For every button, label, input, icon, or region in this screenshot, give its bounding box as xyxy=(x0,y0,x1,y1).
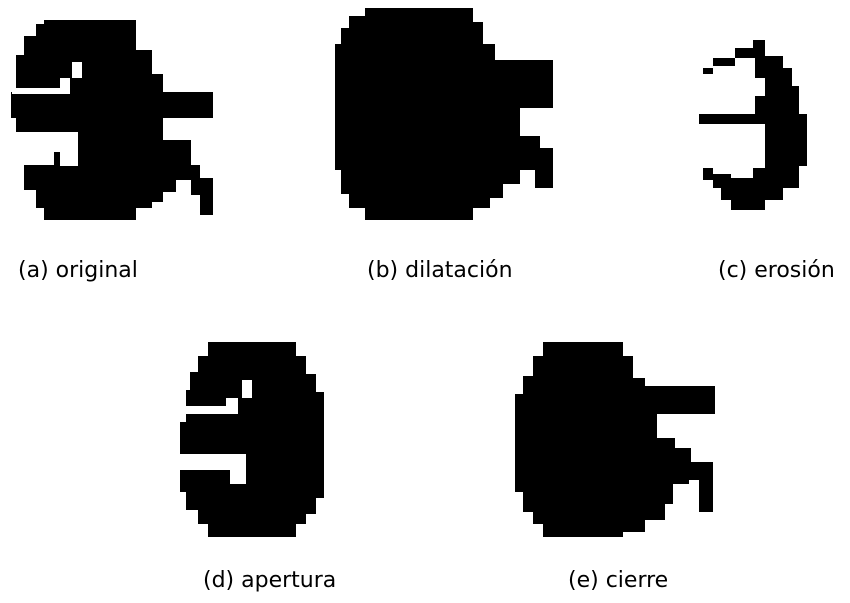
shape-cierre xyxy=(515,342,715,537)
shape-original xyxy=(11,20,213,220)
image-original xyxy=(8,20,213,220)
caption-b: (b) dilatación xyxy=(367,258,513,283)
shape-dilatacion xyxy=(335,8,553,220)
image-cierre xyxy=(515,342,715,537)
caption-a: (a) original xyxy=(18,258,138,283)
image-dilatacion xyxy=(335,8,553,220)
gap-notch xyxy=(16,132,78,166)
caption-d: (d) apertura xyxy=(203,568,337,593)
shape-erosion xyxy=(699,40,807,210)
gap-upper xyxy=(12,62,82,94)
panel-e-cierre xyxy=(515,342,720,542)
panel-c-erosion xyxy=(695,40,825,215)
caption-c: (c) erosión xyxy=(718,258,835,283)
caption-e: (e) cierre xyxy=(568,568,669,593)
gap-upper xyxy=(180,380,252,414)
image-erosion xyxy=(699,40,807,210)
panel-b-dilatacion xyxy=(335,8,557,223)
shape-apertura xyxy=(180,342,324,537)
panel-d-apertura xyxy=(180,342,335,542)
image-apertura xyxy=(180,342,324,537)
gap-notch xyxy=(180,454,246,484)
gap-lower-left xyxy=(8,150,54,165)
panel-a-original xyxy=(8,20,213,225)
